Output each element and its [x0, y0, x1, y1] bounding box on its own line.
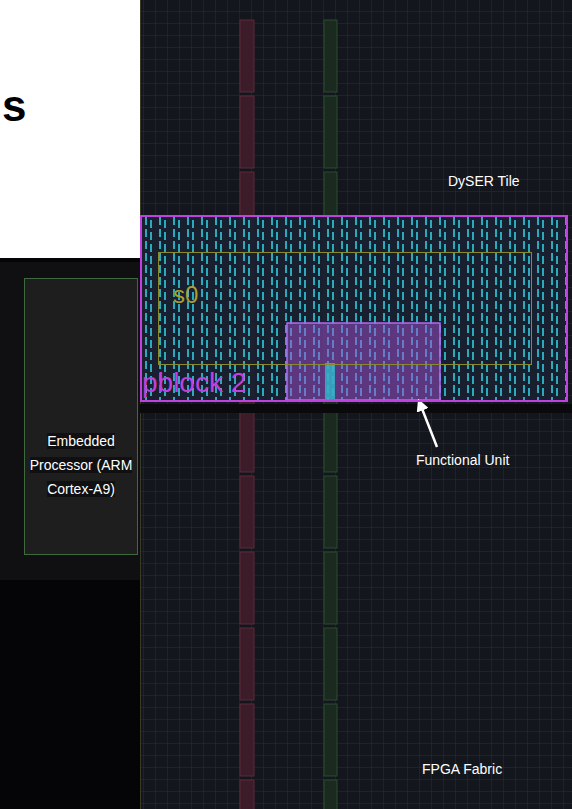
clock-row — [140, 404, 572, 413]
bram-column — [240, 476, 254, 548]
title-fragment: s — [2, 80, 26, 133]
node-label: s0 — [173, 281, 198, 308]
dsp-column — [324, 20, 337, 92]
bram-column — [240, 20, 254, 92]
pblock-region: pblock 2 s0 — [140, 215, 568, 402]
bram-column — [240, 96, 254, 168]
callout-label: Functional Unit — [416, 452, 509, 469]
dsp-column — [324, 780, 337, 809]
leader-arrow — [419, 401, 437, 447]
dsp-column — [324, 552, 337, 624]
fabric-grid — [140, 0, 572, 809]
region-label: FPGA Fabric — [422, 761, 502, 778]
text-holder: Embedded Processor (ARM Cortex-A9) — [19, 429, 143, 501]
text-holder: pblock 2 — [142, 368, 246, 398]
dsp-column — [324, 628, 337, 700]
dsp-column — [324, 476, 337, 548]
ps-ground — [0, 258, 140, 809]
dsp-column — [324, 96, 337, 168]
bram-column — [240, 780, 254, 809]
node-label: pblock 2 — [142, 367, 246, 398]
s0-region: s0 — [158, 252, 532, 365]
bram-column — [240, 704, 254, 776]
region-label: DySER Tile — [448, 173, 520, 190]
placed-logic — [142, 217, 566, 400]
text-holder: s0 — [173, 281, 198, 309]
resource-columns — [240, 20, 337, 809]
functional-unit-block — [287, 323, 440, 400]
node-label: Embedded Processor (ARM Cortex-A9) — [30, 433, 133, 497]
ps-region — [0, 262, 140, 580]
bram-column — [240, 628, 254, 700]
processor-box: Embedded Processor (ARM Cortex-A9) — [24, 278, 139, 555]
bram-column — [240, 552, 254, 624]
placed-cell — [325, 363, 335, 399]
slide-ground — [0, 0, 140, 258]
dsp-column — [324, 704, 337, 776]
